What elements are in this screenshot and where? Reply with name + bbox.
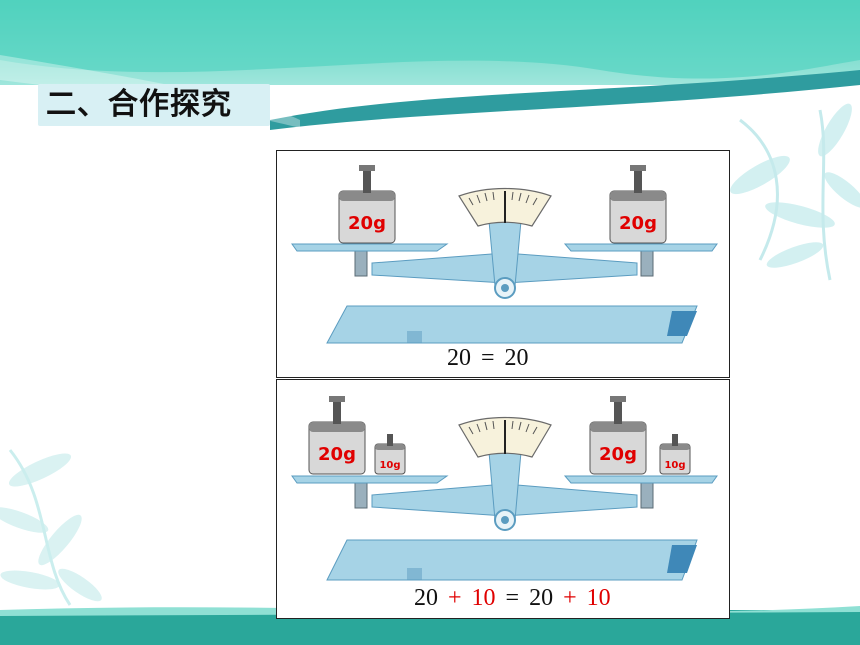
- equation-term: 10: [586, 585, 611, 611]
- weight-10g-right: 10g: [659, 434, 691, 475]
- weight-label: 20g: [619, 213, 657, 234]
- balance-scale-illustration: 20g 20g: [291, 165, 718, 344]
- floral-decoration-left: [0, 449, 102, 606]
- equation-term: 20: [447, 345, 471, 371]
- equation-plus: +: [563, 585, 577, 611]
- weight-10g-left: 10g: [374, 434, 406, 475]
- equation-plus: +: [448, 585, 462, 611]
- weight-20g-right: 20g: [609, 165, 667, 244]
- weight-label: 10g: [664, 460, 685, 471]
- weight-label: 20g: [318, 444, 356, 465]
- weight-20g-left: 20g: [308, 396, 366, 475]
- equation-equal: 20 = 20: [447, 345, 529, 372]
- weight-20g-left: 20g: [338, 165, 396, 244]
- title-background: [38, 84, 270, 126]
- floral-decoration-right: [730, 103, 860, 281]
- weight-label: 20g: [348, 213, 386, 234]
- weight-label: 10g: [379, 460, 400, 471]
- equation-term: 20: [529, 585, 554, 611]
- weight-label: 20g: [599, 444, 637, 465]
- equation-term: 10: [471, 585, 496, 611]
- equation-term: 20: [504, 345, 529, 371]
- equation-add: 20 +10 = 20 +10: [414, 585, 611, 612]
- balance-scale-illustration: 20g 10g 20g 10g: [291, 396, 718, 581]
- equation-equals: =: [505, 585, 520, 611]
- slide-title: 二、合作探究: [46, 87, 232, 122]
- weight-20g-right: 20g: [589, 396, 647, 475]
- equation-equals: =: [481, 345, 495, 371]
- balance-panel-add: 20g 10g 20g 10g 20 +10 = 20 +10: [276, 379, 730, 619]
- equation-term: 20: [414, 585, 438, 611]
- balance-panel-equal: 20g 20g 20 = 20: [276, 150, 730, 378]
